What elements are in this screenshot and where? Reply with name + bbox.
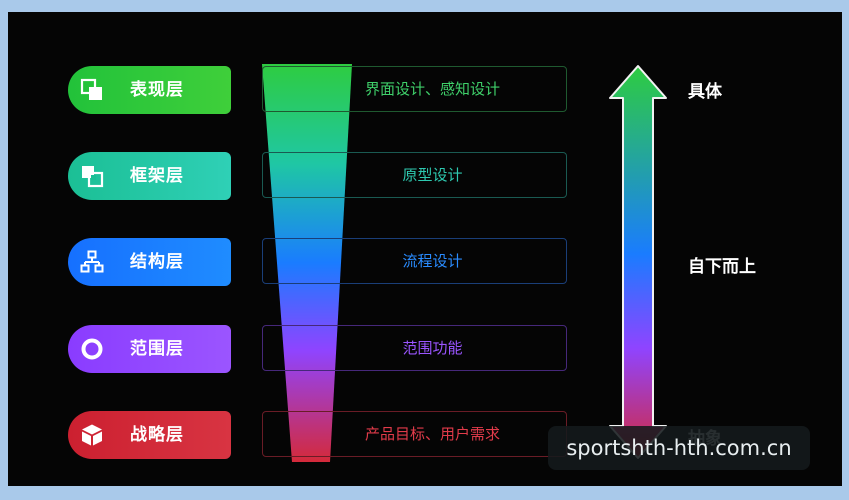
axis-label-bottom-up: 自下而上: [688, 257, 756, 277]
layer-desc-box: 产品目标、用户需求: [262, 411, 567, 457]
layer-label: 结构层: [130, 252, 184, 272]
layer-label: 框架层: [130, 166, 184, 186]
layer-desc: 产品目标、用户需求: [364, 425, 500, 443]
layer-desc: 流程设计: [402, 252, 463, 270]
layer-desc-box: 范围功能: [262, 325, 567, 371]
layer-pill-framework: 框架层: [68, 152, 231, 200]
layer-pill-presentation: 表现层: [68, 66, 231, 114]
hierarchy-icon: [80, 250, 104, 273]
layer-label: 表现层: [130, 80, 184, 100]
axis-label-concrete: 具体: [688, 82, 722, 102]
abstract-to-concrete-arrow: [609, 65, 667, 459]
layer-label: 战略层: [130, 425, 184, 445]
stacked-squares-icon: [82, 166, 104, 188]
watermark: sportshth-hth.com.cn: [548, 426, 810, 470]
cube-icon: [82, 424, 102, 446]
layer-desc-box: 流程设计: [262, 238, 567, 284]
layer-label: 范围层: [130, 339, 184, 359]
funnel-triangle: [262, 64, 352, 462]
layer-pill-scope: 范围层: [68, 325, 231, 373]
overlap-squares-icon: [80, 78, 102, 100]
layer-desc: 范围功能: [402, 339, 463, 357]
layer-desc-box: 原型设计: [262, 152, 567, 198]
ring-icon: [81, 338, 103, 360]
layer-pill-strategy: 战略层: [68, 411, 231, 459]
layer-desc: 原型设计: [402, 166, 463, 184]
layer-pill-structure: 结构层: [68, 238, 231, 286]
layer-desc-box: 界面设计、感知设计: [262, 66, 567, 112]
layer-desc: 界面设计、感知设计: [364, 80, 500, 98]
